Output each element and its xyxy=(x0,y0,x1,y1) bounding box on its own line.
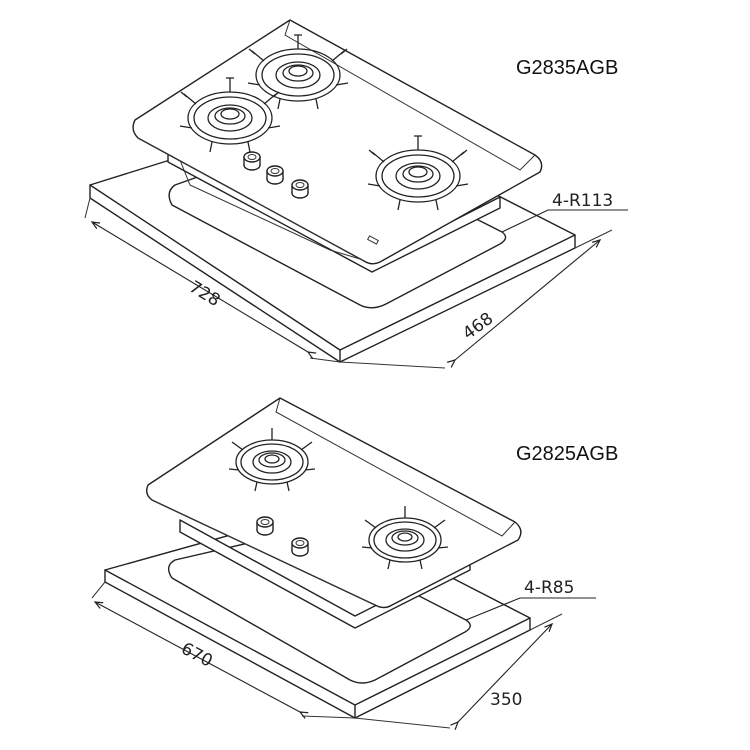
bottom-depth-label: 350 xyxy=(490,690,522,710)
bottom-depth-dimension: 350 xyxy=(354,613,563,728)
top-knob-1-icon xyxy=(243,151,261,171)
bottom-model-label: G2825AGB xyxy=(516,443,618,465)
bottom-radius-callout: 4-R85 xyxy=(465,578,596,621)
bottom-hob-drawing: 670 350 4-R85 G2825AGB xyxy=(91,397,618,728)
bottom-knob-1-icon xyxy=(256,516,274,536)
bottom-width-label: 670 xyxy=(178,639,216,672)
bottom-glass-panel xyxy=(145,397,522,609)
top-hob-drawing: 728 468 4-R113 G2835AGB xyxy=(84,19,628,369)
top-radius-callout: 4-R113 xyxy=(501,191,628,233)
bottom-radius-label: 4-R85 xyxy=(524,578,574,598)
top-radius-label: 4-R113 xyxy=(552,191,613,211)
top-knob-2-icon xyxy=(266,165,284,185)
top-depth-label: 468 xyxy=(459,309,497,344)
top-glass-panel xyxy=(132,19,543,265)
top-knob-3-icon xyxy=(291,179,309,199)
top-model-label: G2835AGB xyxy=(516,57,618,79)
bottom-knob-2-icon xyxy=(291,537,309,557)
